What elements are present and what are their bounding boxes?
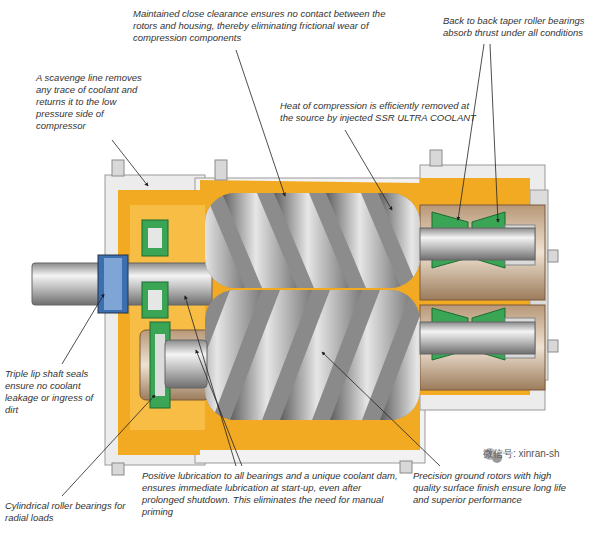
leader-lines xyxy=(62,44,498,496)
housing xyxy=(105,150,558,475)
callout-note: Heat of compression is efficiently remov… xyxy=(280,100,480,124)
callout-note: Maintained close clearance ensures no co… xyxy=(133,8,395,44)
callout-note: Triple lip shaft seals ensure no coolant… xyxy=(5,368,103,416)
callout-note: Cylindrical roller bearings for radial l… xyxy=(5,500,133,524)
callout-note: Positive lubrication to all bearings and… xyxy=(142,470,398,518)
drive-shaft xyxy=(32,255,212,313)
callout-note: Precision ground rotors with high qualit… xyxy=(413,470,578,506)
callout-note: A scavenge line removes any trace of coo… xyxy=(36,72,142,132)
rotor-shafts xyxy=(165,228,535,388)
watermark: 微信号: xinran-sh xyxy=(465,448,589,460)
callout-note: Back to back taper roller bearings absor… xyxy=(443,15,587,39)
female-rotor xyxy=(180,290,512,420)
